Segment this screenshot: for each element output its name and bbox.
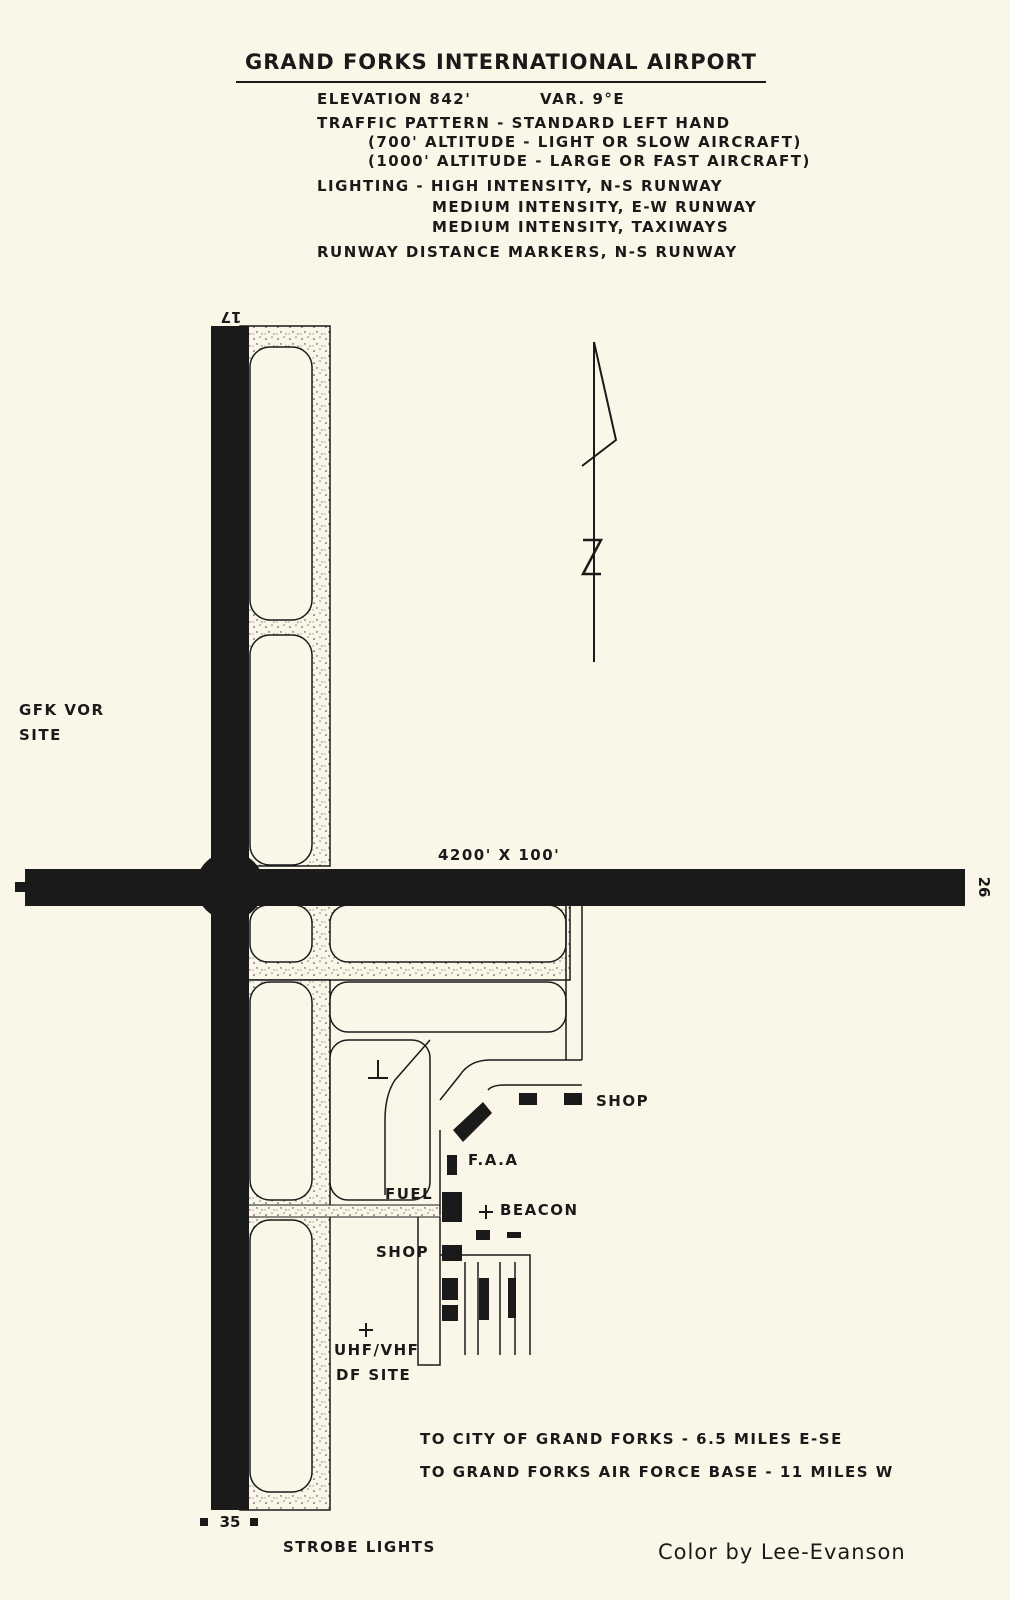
- terminal-ramp: [384, 900, 583, 1366]
- buildings: [442, 1093, 582, 1321]
- taxiway-areas: [239, 325, 571, 1511]
- distance-markers-text: RUNWAY DISTANCE MARKERS, N-S RUNWAY: [317, 243, 738, 261]
- faa-building: [447, 1155, 457, 1175]
- strobe-light-east: [250, 1518, 258, 1526]
- north-arrow-icon: [580, 341, 618, 662]
- strobe-lights-label: STROBE LIGHTS: [283, 1538, 436, 1556]
- df-site-label-line2: DF SITE: [336, 1366, 412, 1384]
- shop-west-building: [442, 1245, 462, 1261]
- hangar-4: [508, 1278, 516, 1318]
- north-arrow-label: N: [594, 579, 595, 581]
- shop-east-building-2: [564, 1093, 582, 1105]
- runway-17-label: 17: [221, 308, 242, 326]
- elevation-text: ELEVATION 842': [317, 90, 472, 108]
- strobe-light-west: [200, 1518, 208, 1526]
- hangar-1: [442, 1278, 458, 1300]
- direction-city-text: TO CITY OF GRAND FORKS - 6.5 MILES E-SE: [420, 1430, 843, 1448]
- hangar-3: [479, 1278, 489, 1320]
- traffic-light-aircraft-text: (700' ALTITUDE - LIGHT OR SLOW AIRCRAFT): [368, 133, 802, 151]
- variation-text: VAR. 9°E: [540, 90, 626, 108]
- lighting-ns-text: LIGHTING - HIGH INTENSITY, N-S RUNWAY: [317, 177, 724, 195]
- runway-ew: [25, 869, 965, 906]
- df-site-icon: [359, 1323, 373, 1337]
- fuel-label: FUEL: [385, 1185, 434, 1203]
- runway-35-label: 35: [220, 1513, 241, 1531]
- beacon-label: BEACON: [500, 1201, 579, 1219]
- terminal-building: [453, 1102, 492, 1142]
- vor-site-label-line2: SITE: [19, 726, 62, 744]
- runway-26-label: 26: [975, 877, 993, 898]
- lighting-taxiways-text: MEDIUM INTENSITY, TAXIWAYS: [432, 218, 730, 236]
- fuel-building: [442, 1192, 462, 1222]
- small-building-1: [476, 1230, 490, 1240]
- direction-afb-text: TO GRAND FORKS AIR FORCE BASE - 11 MILES…: [420, 1463, 894, 1481]
- small-building-2: [507, 1232, 521, 1238]
- runways: [15, 326, 965, 1526]
- traffic-pattern-text: TRAFFIC PATTERN - STANDARD LEFT HAND: [317, 114, 731, 132]
- runway-ew-west-end: [15, 882, 27, 892]
- credit-text: Color by Lee-Evanson: [658, 1540, 906, 1564]
- lighting-ew-text: MEDIUM INTENSITY, E-W RUNWAY: [432, 198, 758, 216]
- runway-intersection: [196, 852, 264, 920]
- traffic-large-aircraft-text: (1000' ALTITUDE - LARGE OR FAST AIRCRAFT…: [368, 152, 811, 170]
- shop-east-building-1: [519, 1093, 537, 1105]
- title-underline: [236, 81, 766, 83]
- runway-ns-dimensions: 5300' X 150': [228, 1247, 247, 1371]
- runway-ew-dimensions: 4200' X 100': [438, 846, 561, 864]
- beacon-icon: [479, 1205, 493, 1219]
- shop-east-label: SHOP: [596, 1092, 650, 1110]
- hangar-2: [442, 1305, 458, 1321]
- faa-label: F.A.A: [468, 1151, 519, 1169]
- df-site-label-line1: UHF/VHF: [334, 1341, 420, 1359]
- shop-west-label: SHOP: [376, 1243, 430, 1261]
- page-title: GRAND FORKS INTERNATIONAL AIRPORT: [244, 50, 758, 74]
- wind-tee-icon: [368, 1060, 388, 1079]
- vor-site-label-line1: GFK VOR: [19, 701, 105, 719]
